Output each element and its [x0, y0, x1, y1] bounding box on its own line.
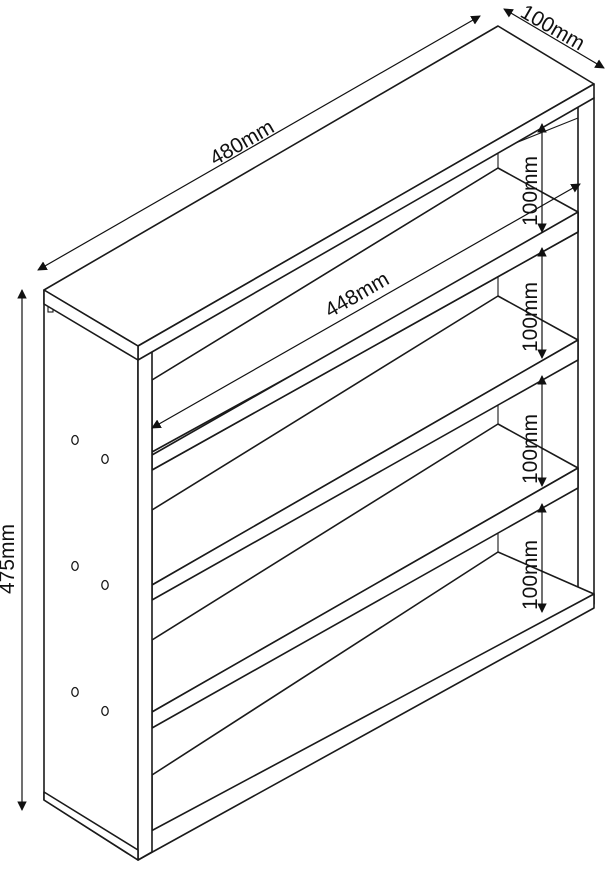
left-side-panel	[43, 289, 153, 861]
pin-hole	[101, 705, 109, 717]
right-side-panel	[577, 97, 595, 609]
shelf-gap-label-3: 100mm	[519, 414, 542, 484]
shelf-gap-label-2: 100mm	[519, 282, 542, 352]
pin-hole	[71, 560, 79, 572]
shelf-gap-label-1: 100mm	[519, 156, 542, 226]
pin-hole	[71, 434, 79, 446]
pin-hole	[101, 579, 109, 591]
dimension-height: 475mm	[0, 289, 27, 811]
dimension-shelf-gap-4: 100mm	[519, 503, 547, 613]
dimension-shelf-gap-1: 100mm	[519, 123, 547, 233]
dimension-shelf-gap-2: 100mm	[519, 247, 547, 359]
pin-hole	[71, 686, 79, 698]
shelf-pin-holes	[71, 434, 109, 717]
pin-hole	[101, 453, 109, 465]
height-label: 475mm	[0, 524, 19, 594]
bottom-board	[137, 551, 595, 861]
dimension-shelf-gap-3: 100mm	[519, 375, 547, 487]
shelf-gap-label-4: 100mm	[519, 540, 542, 610]
